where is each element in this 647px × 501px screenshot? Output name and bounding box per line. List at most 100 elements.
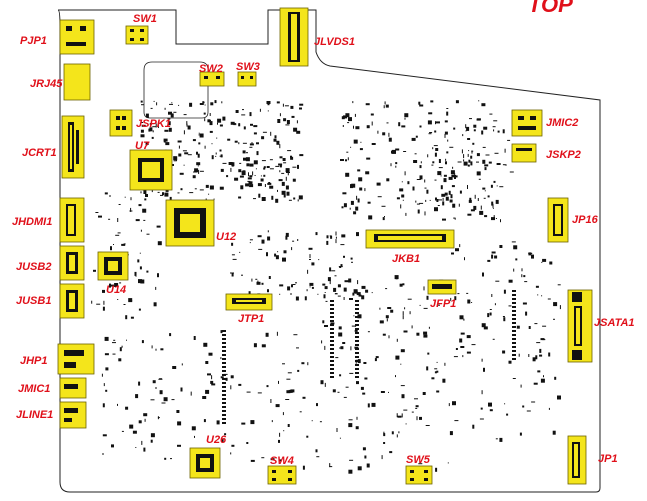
pcb-pad (355, 364, 359, 366)
pcb-pad (435, 148, 439, 151)
pcb-pad (265, 332, 269, 337)
pcb-pad (454, 217, 456, 220)
pcb-pad (146, 233, 150, 235)
pcb-pad (283, 430, 285, 432)
pcb-pad (323, 294, 326, 299)
pcb-pad (113, 339, 116, 341)
pcb-pad (144, 198, 147, 201)
pcb-pad (309, 259, 311, 260)
pcb-pad (290, 155, 292, 158)
pcb-pad (487, 259, 491, 262)
pcb-pad (177, 444, 181, 447)
pcb-pad (135, 447, 137, 448)
pcb-pad (297, 369, 300, 372)
pcb-pad (345, 172, 350, 177)
pcb-pad (367, 331, 370, 333)
pcb-pad (281, 172, 285, 174)
pcb-pad (377, 130, 379, 134)
pcb-pad (339, 437, 341, 439)
pcb-pad (386, 318, 388, 322)
pcb-pad (287, 424, 290, 427)
pcb-pad (366, 125, 370, 129)
pcb-pad (197, 165, 199, 167)
pcb-pad (268, 182, 271, 184)
pcb-pad (217, 122, 218, 125)
pcb-pad (140, 191, 142, 194)
pcb-pad (130, 316, 134, 319)
pcb-pad (535, 355, 538, 360)
pcb-pad (379, 307, 381, 310)
pcb-pad (163, 397, 168, 402)
pcb-pad (443, 174, 447, 177)
pcb-pad (348, 423, 353, 428)
pcb-pad (371, 402, 376, 407)
pcb-pad (416, 203, 420, 205)
pcb-pad (426, 189, 429, 194)
label-JMIC2: JMIC2 (546, 117, 578, 129)
pcb-pad (164, 192, 169, 197)
diagram-title: TOP (528, 0, 573, 17)
pcb-pad (361, 285, 366, 289)
pcb-pad (436, 390, 440, 393)
pcb-pad (211, 143, 213, 145)
pcb-pad (129, 210, 133, 212)
pcb-pad (479, 210, 484, 215)
pcb-pad (396, 338, 398, 342)
pcb-pad (330, 300, 334, 302)
pcb-pad (557, 395, 561, 400)
pcb-pad (277, 189, 278, 192)
pcb-pad (205, 184, 209, 188)
pcb-pad (508, 279, 513, 283)
component-JTP1 (225, 293, 273, 311)
component-JSATA1 (567, 289, 593, 363)
pcb-pad (164, 129, 169, 132)
pcb-pad (364, 188, 366, 192)
pcb-pad (222, 422, 226, 424)
pcb-pad (275, 404, 280, 408)
pcb-pad (140, 100, 143, 103)
pcb-pad (172, 366, 177, 369)
pcb-pad (401, 181, 403, 183)
pcb-pad (539, 354, 543, 357)
pcb-pad (423, 331, 428, 335)
pcb-pad (495, 199, 499, 204)
pcb-pad (401, 194, 405, 198)
pcb-pad (404, 113, 409, 118)
pcb-pad (522, 405, 525, 408)
pcb-pad (258, 193, 261, 198)
pcb-pad (152, 130, 154, 133)
pcb-pad (160, 194, 163, 196)
pcb-pad (129, 424, 134, 429)
pcb-pad (171, 102, 173, 104)
label-U26: U26 (206, 434, 227, 446)
label-JMIC1: JMIC1 (18, 383, 50, 395)
pcb-pad (437, 171, 442, 176)
pcb-pad (352, 101, 354, 104)
pcb-pad (110, 284, 115, 287)
pcb-pad (484, 167, 487, 171)
label-SW5: SW5 (406, 454, 431, 466)
pcb-pad (112, 353, 116, 355)
component-SW1 (125, 25, 149, 45)
pcb-pad (553, 302, 558, 307)
pcb-pad (438, 199, 442, 201)
pcb-pad (355, 316, 359, 318)
pcb-pad (104, 336, 109, 341)
pcb-pad (356, 416, 358, 420)
pcb-pad (451, 185, 455, 188)
pcb-pad (267, 236, 271, 241)
component-JSKP2 (511, 143, 537, 163)
pcb-pad (112, 342, 116, 344)
pcb-pad (110, 246, 112, 251)
pcb-pad (400, 363, 402, 365)
pcb-pad (481, 130, 484, 135)
pcb-pad (484, 190, 486, 192)
pcb-pad (512, 298, 516, 300)
pcb-pad (352, 292, 355, 296)
pcb-pad (418, 463, 423, 465)
pcb-pad (140, 279, 145, 284)
pcb-pad (467, 138, 471, 140)
pcb-pad (428, 133, 432, 135)
pcb-pad (454, 420, 459, 422)
pcb-pad (355, 340, 359, 342)
